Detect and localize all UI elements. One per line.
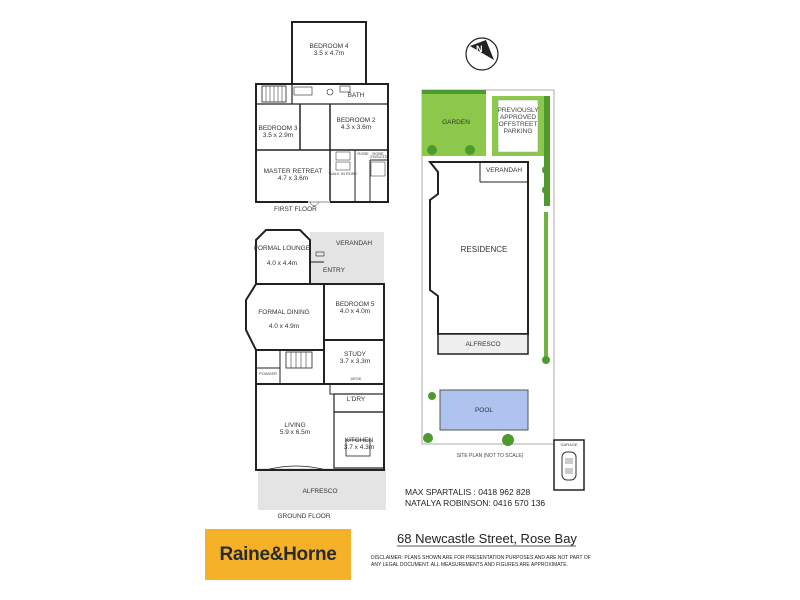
master-retreat-label: MASTER RETREAT (264, 168, 323, 175)
agent-line-1: MAX SPARTALIS : 0418 962 828 (405, 487, 531, 497)
formal-lounge-size: 4.0 x 4.4m (267, 260, 297, 267)
pool (439, 389, 529, 431)
formal-lounge-label: FORMAL LOUNGE (254, 245, 311, 252)
ground-floor-caption: GROUND FLOOR (277, 513, 330, 520)
bedroom5-label: BEDROOM 5 (335, 301, 374, 308)
garage-label: GARAGE (560, 442, 577, 447)
residence-outline (427, 161, 529, 335)
bedroom2-size: 4.3 x 3.6m (341, 124, 371, 131)
first-floor-plan (255, 21, 389, 207)
study-label: STUDY (344, 351, 367, 358)
bedroom5-size: 4.0 x 4.0m (340, 308, 370, 315)
living-size: 5.9 x 6.5m (280, 429, 310, 436)
agent-contacts: MAX SPARTALIS : 0418 962 828 NATALYA ROB… (405, 487, 545, 509)
powder-label: POWDER (259, 371, 277, 376)
parking-label-line4: PARKING (504, 128, 533, 135)
kitchen-label: KITCHEN (345, 437, 374, 444)
brand-logo: Raine&Horne (205, 529, 351, 580)
hedge-right-lower (544, 212, 548, 362)
bedroom4-label: BEDROOM 4 (309, 43, 348, 50)
disclaimer-text: DISCLAIMER: PLANS SHOWN ARE FOR PRESENTA… (371, 555, 591, 568)
alfresco-ground-label: ALFRESCO (302, 488, 337, 495)
north-arrow-icon: N (465, 37, 499, 71)
residence-label: RESIDENCE (461, 245, 508, 254)
verandah-paving (310, 232, 384, 284)
bedroom3-size: 3.5 x 2.9m (263, 132, 293, 139)
garden-lawn (422, 90, 486, 156)
agent-line-2: NATALYA ROBINSON: 0416 570 136 (405, 498, 546, 508)
study-size: 3.7 x 3.3m (340, 358, 370, 365)
first-floor-caption: FIRST FLOOR (274, 206, 317, 213)
site-alfresco-label: ALFRESCO (465, 341, 500, 348)
svg-text:N: N (476, 44, 483, 54)
desk-label: DESK (351, 376, 362, 381)
ensuite-label: ENSUITE (370, 154, 388, 159)
walk-in-robe-label: WALK IN ROBE (329, 171, 358, 176)
master-retreat-size: 4.7 x 3.6m (278, 175, 308, 182)
garden-label: GARDEN (442, 119, 470, 126)
site-plan-caption: SITE PLAN (NOT TO SCALE) (457, 453, 524, 459)
site-plan (421, 89, 585, 491)
robe1-label: ROBE (357, 151, 369, 156)
entry-label: ENTRY (323, 267, 346, 274)
car-icon (561, 451, 577, 481)
formal-dining-label: FORMAL DINING (258, 309, 309, 316)
property-address: 68 Newcastle Street, Rose Bay (397, 531, 577, 546)
parking-label-line2: APPROVED (500, 114, 536, 121)
bedroom4-size: 3.5 x 4.7m (314, 50, 344, 57)
garage-outline (553, 439, 585, 491)
formal-dining-size: 4.0 x 4.9m (269, 323, 299, 330)
bedroom3-label: BEDROOM 3 (258, 125, 297, 132)
parking-label-line3: OFFSTREET (499, 121, 538, 128)
verandah-label: VERANDAH (336, 240, 372, 247)
robe2-label: ROBE (372, 151, 384, 156)
laundry-label: L'DRY (347, 396, 366, 403)
site-verandah-label: VERANDAH (486, 167, 522, 174)
hedge-right (544, 96, 550, 206)
kitchen-size: 3.7 x 4.3m (344, 444, 374, 451)
brand-logo-text: Raine&Horne (219, 543, 337, 565)
pool-label: POOL (475, 407, 493, 414)
alfresco-paving (258, 468, 386, 510)
living-label: LIVING (284, 422, 305, 429)
parking-label-line1: PREVIOUSLY (497, 107, 539, 114)
ground-floor-plan (245, 229, 385, 471)
bath-label: BATH (348, 92, 365, 99)
alfresco-site (437, 333, 529, 355)
bedroom2-label: BEDROOM 2 (336, 117, 375, 124)
